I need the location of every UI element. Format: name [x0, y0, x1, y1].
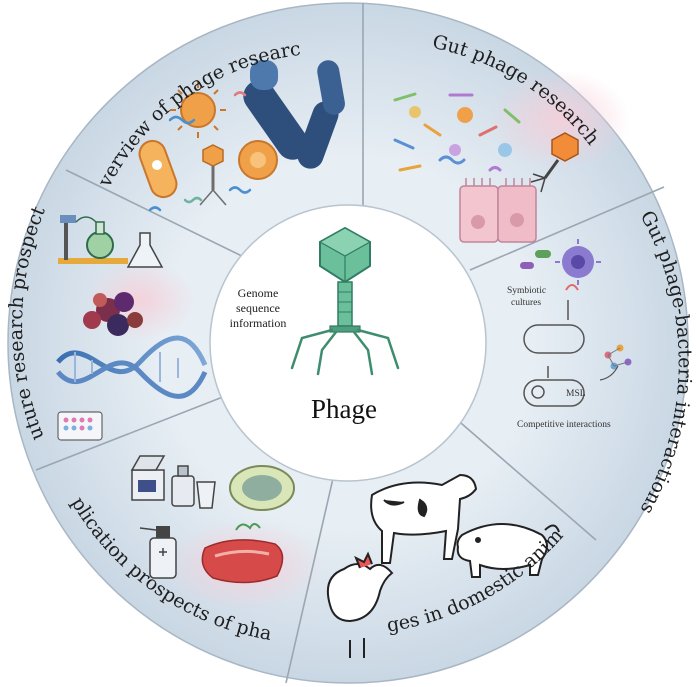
- animals-illustration: [326, 473, 560, 658]
- genome-note-line2: sequence: [236, 301, 280, 315]
- pink-glow: [490, 70, 630, 170]
- center-circle: [209, 204, 487, 482]
- overview-illustration: [138, 60, 345, 212]
- future-illustration: [56, 215, 208, 441]
- competitive-label: Competitive interactions: [517, 420, 611, 430]
- genome-note-line3: information: [230, 316, 287, 330]
- center-title: Phage: [311, 394, 377, 424]
- phage-icon: [290, 226, 400, 376]
- symbiotic-label-line1: Symbiotic: [507, 286, 546, 296]
- msl-label: MSL: [566, 389, 586, 399]
- symbiotic-label-line2: cultures: [511, 298, 541, 308]
- application-illustration: [130, 455, 295, 584]
- genome-note-line1: Genome: [238, 286, 279, 300]
- interactions-inset: Symbiotic cultures MSL Competitive inter…: [507, 239, 632, 430]
- gut-illustration: [393, 92, 579, 243]
- segment-dividers: [35, 3, 665, 684]
